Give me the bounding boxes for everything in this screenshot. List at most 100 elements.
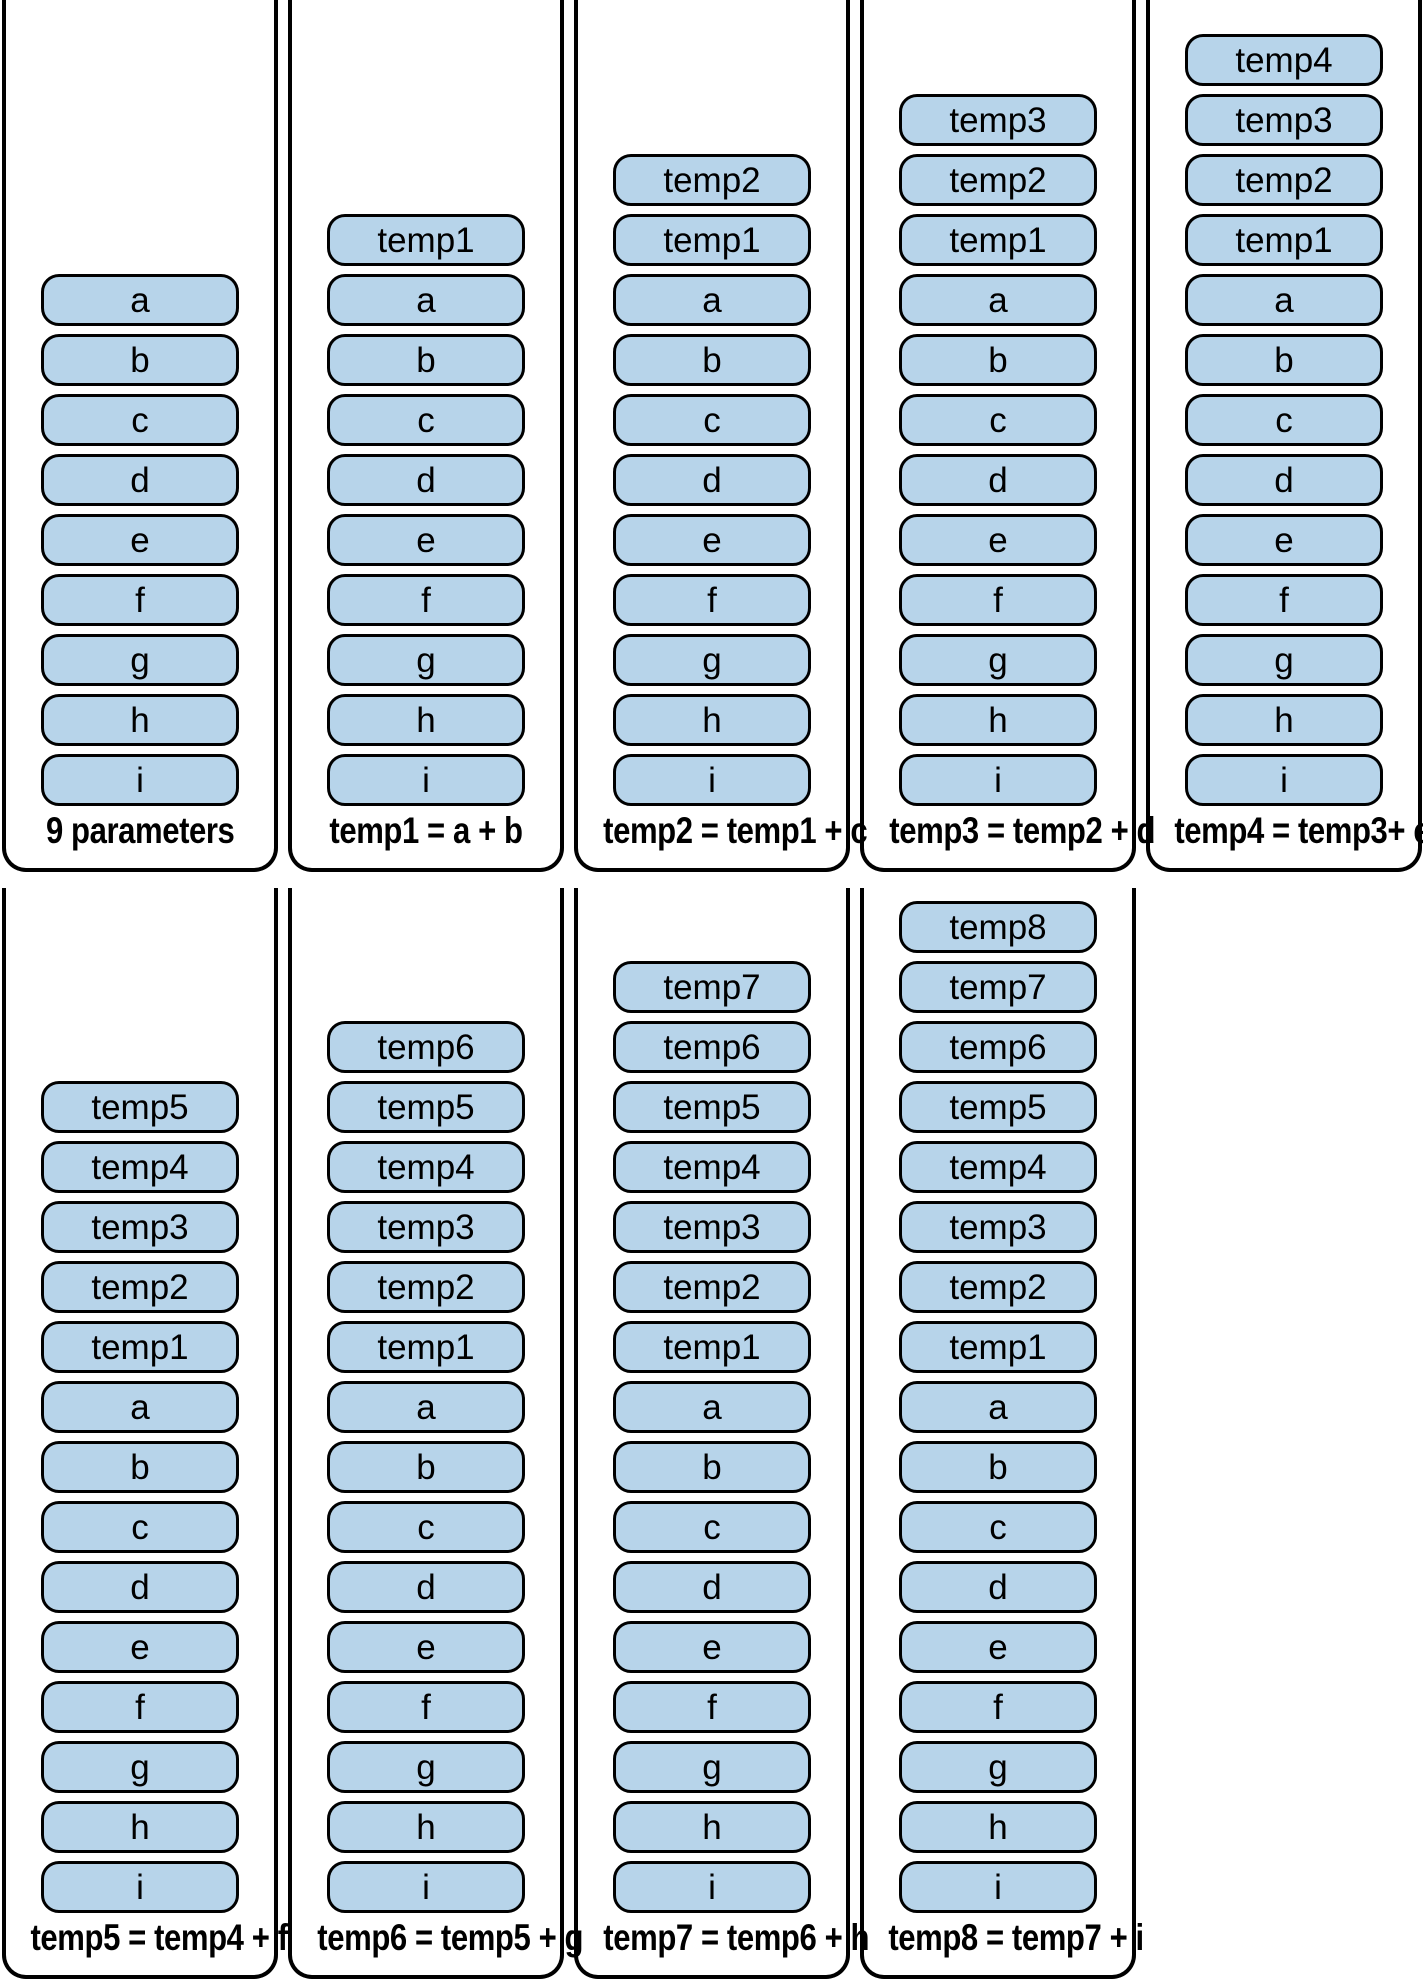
stack-slot-a: a bbox=[899, 1381, 1097, 1433]
stack-slot-d: d bbox=[613, 1561, 811, 1613]
stack-slot-temp6: temp6 bbox=[327, 1021, 525, 1073]
stack-slot-f: f bbox=[41, 1681, 239, 1733]
stack-slot-temp3: temp3 bbox=[613, 1201, 811, 1253]
stack-slot-h: h bbox=[613, 694, 811, 746]
stack-slot-f: f bbox=[327, 1681, 525, 1733]
stack-slot-c: c bbox=[613, 394, 811, 446]
stack-slot-i: i bbox=[41, 1861, 239, 1913]
stack-slot-f: f bbox=[613, 1681, 811, 1733]
stack-slot-d: d bbox=[1185, 454, 1383, 506]
stack-slot-f: f bbox=[327, 574, 525, 626]
stack-slot-b: b bbox=[41, 1441, 239, 1493]
stack-slot-g: g bbox=[1185, 634, 1383, 686]
stack-slot-a: a bbox=[41, 274, 239, 326]
panel-caption-text: temp2 = temp1 + c bbox=[603, 810, 868, 851]
stack-slot-temp5: temp5 bbox=[613, 1081, 811, 1133]
stack-slot-temp1: temp1 bbox=[899, 1321, 1097, 1373]
stack-slot-b: b bbox=[613, 1441, 811, 1493]
panel-caption-text: 9 parameters bbox=[45, 810, 235, 851]
stack-slot-a: a bbox=[899, 274, 1097, 326]
stack-slot-temp2: temp2 bbox=[899, 1261, 1097, 1313]
stack-slot-temp3: temp3 bbox=[1185, 94, 1383, 146]
stack-slot-h: h bbox=[899, 1801, 1097, 1853]
stack-slot-h: h bbox=[41, 694, 239, 746]
stack-slot-h: h bbox=[327, 1801, 525, 1853]
stack-slot-c: c bbox=[899, 394, 1097, 446]
stack-slot-g: g bbox=[899, 634, 1097, 686]
stack-slot-c: c bbox=[899, 1501, 1097, 1553]
stack-slot-g: g bbox=[327, 1741, 525, 1793]
stack-slot-e: e bbox=[41, 1621, 239, 1673]
stack-slot-b: b bbox=[899, 1441, 1097, 1493]
panel-caption-text: temp8 = temp7 + i bbox=[888, 1917, 1144, 1958]
stack-slot-g: g bbox=[41, 1741, 239, 1793]
stack-slot-i: i bbox=[613, 754, 811, 806]
panel-caption: temp6 = temp5 + g bbox=[292, 1913, 583, 1975]
stack-slot-d: d bbox=[41, 454, 239, 506]
stack-slot-b: b bbox=[327, 1441, 525, 1493]
panel-caption-text: temp5 = temp4 + f bbox=[30, 1917, 288, 1958]
stack-slot-temp7: temp7 bbox=[613, 961, 811, 1013]
stack-slot-b: b bbox=[899, 334, 1097, 386]
stack-slot-c: c bbox=[1185, 394, 1383, 446]
stack-slot-e: e bbox=[327, 1621, 525, 1673]
stack-slot-i: i bbox=[327, 754, 525, 806]
stack-slot-temp1: temp1 bbox=[41, 1321, 239, 1373]
stack-slot-temp6: temp6 bbox=[613, 1021, 811, 1073]
stack-slot-f: f bbox=[613, 574, 811, 626]
stack-slot-g: g bbox=[899, 1741, 1097, 1793]
panel-caption: temp5 = temp4 + f bbox=[6, 1913, 288, 1975]
stack-slot-f: f bbox=[899, 574, 1097, 626]
panel-caption: 9 parameters bbox=[6, 806, 274, 868]
stack-slot-temp1: temp1 bbox=[613, 1321, 811, 1373]
stack-slot-d: d bbox=[327, 454, 525, 506]
stack-slot-g: g bbox=[613, 1741, 811, 1793]
stack-slot-g: g bbox=[327, 634, 525, 686]
panel-caption: temp7 = temp6 + h bbox=[578, 1913, 869, 1975]
stack-slot-a: a bbox=[327, 1381, 525, 1433]
stack-slot-f: f bbox=[1185, 574, 1383, 626]
stack-slot-e: e bbox=[1185, 514, 1383, 566]
stack-slot-temp3: temp3 bbox=[327, 1201, 525, 1253]
stack-slot-h: h bbox=[613, 1801, 811, 1853]
stack-slot-d: d bbox=[899, 454, 1097, 506]
stack-slot-i: i bbox=[327, 1861, 525, 1913]
stack-slot-temp1: temp1 bbox=[327, 1321, 525, 1373]
stack-slot-temp1: temp1 bbox=[613, 214, 811, 266]
panel-caption-text: temp4 = temp3+ e bbox=[1174, 810, 1423, 851]
stack-slot-temp4: temp4 bbox=[327, 1141, 525, 1193]
stack-slot-i: i bbox=[1185, 754, 1383, 806]
stack-slot-temp1: temp1 bbox=[899, 214, 1097, 266]
stack-slot-h: h bbox=[41, 1801, 239, 1853]
stack-slot-h: h bbox=[1185, 694, 1383, 746]
stack-slot-b: b bbox=[1185, 334, 1383, 386]
panel-caption: temp3 = temp2 + d bbox=[864, 806, 1155, 868]
stack-slot-c: c bbox=[327, 1501, 525, 1553]
panel-caption: temp1 = a + b bbox=[292, 806, 560, 868]
panel-caption: temp8 = temp7 + i bbox=[864, 1913, 1144, 1975]
stack-slot-e: e bbox=[613, 1621, 811, 1673]
stack-slot-c: c bbox=[41, 394, 239, 446]
stack-slot-i: i bbox=[613, 1861, 811, 1913]
stack-slot-e: e bbox=[41, 514, 239, 566]
stack-slot-a: a bbox=[613, 274, 811, 326]
stack-slot-f: f bbox=[899, 1681, 1097, 1733]
stack-slot-g: g bbox=[613, 634, 811, 686]
stack-slot-b: b bbox=[41, 334, 239, 386]
